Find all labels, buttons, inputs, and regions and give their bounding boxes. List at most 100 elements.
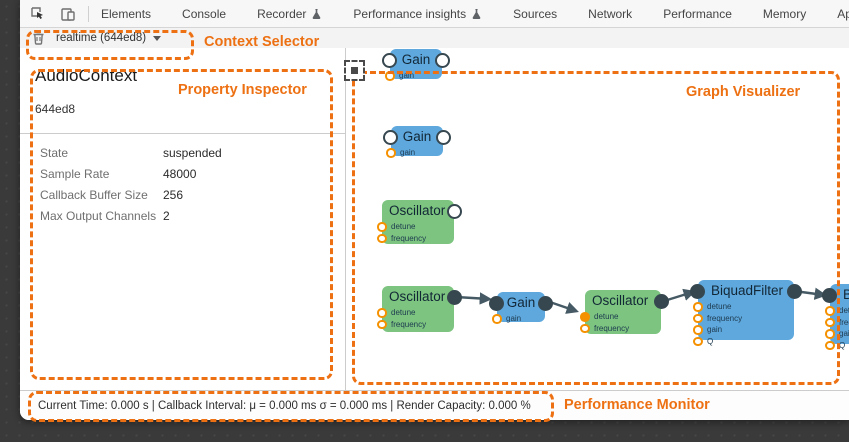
tab-application[interactable]: Application	[837, 7, 849, 21]
audio-node-gain[interactable]: Gain gain	[489, 292, 553, 324]
audio-node-biquadfilter[interactable]: BiquadFilter detune frequency gain Q	[690, 280, 802, 346]
output-port	[787, 284, 802, 299]
property-label: State	[40, 145, 69, 160]
performance-status-text: Current Time: 0.000 s | Callback Interva…	[38, 399, 531, 412]
tab-performance-insights[interactable]: Performance insights	[353, 7, 482, 21]
tab-network[interactable]: Network	[588, 7, 632, 21]
param-label: gain	[399, 71, 415, 81]
param-port	[385, 71, 395, 81]
param-label: detune	[839, 306, 849, 316]
tab-label: Performance insights	[353, 6, 467, 21]
devtools-tab-bar: Elements Console Recorder Performance in…	[20, 0, 849, 28]
param-label: detune	[594, 312, 619, 322]
tab-label: Application	[837, 6, 849, 21]
tab-label: Elements	[101, 6, 152, 21]
property-value: suspended	[163, 145, 222, 160]
node-title: BiquadFilter	[843, 287, 849, 302]
toolbar-divider	[88, 5, 89, 22]
tab-label: Memory	[762, 6, 807, 21]
context-selector-annotation-label: Context Selector	[204, 34, 320, 50]
node-title: BiquadFilter	[711, 283, 784, 298]
node-title: Oscillator	[592, 293, 649, 308]
param-port	[386, 148, 396, 158]
param-label: frequency	[707, 313, 743, 323]
param-port	[377, 233, 387, 243]
device-toolbar-icon[interactable]	[58, 4, 78, 24]
tab-console[interactable]: Console	[182, 7, 226, 21]
tab-elements[interactable]: Elements	[101, 7, 151, 21]
tab-recorder[interactable]: Recorder	[257, 7, 322, 21]
param-port	[825, 329, 835, 339]
tab-label: Console	[182, 6, 227, 21]
param-label: detune	[391, 308, 416, 318]
webaudio-toolbar: realtime (644ed8)	[20, 28, 849, 49]
param-port	[825, 306, 835, 316]
input-port	[383, 130, 398, 145]
param-label: gain	[400, 148, 416, 158]
audio-node-biquadfilter[interactable]: BiquadFilter detune frequency gain Q	[822, 284, 849, 350]
output-port	[654, 294, 669, 309]
tab-label: Sources	[513, 6, 558, 21]
output-port	[447, 290, 462, 305]
audio-node-oscillator[interactable]: Oscillator detune frequency	[377, 200, 462, 244]
property-label: Sample Rate	[40, 166, 110, 181]
node-title: Gain	[506, 295, 536, 310]
tab-performance[interactable]: Performance	[663, 7, 732, 21]
param-label: gain	[506, 314, 522, 324]
audio-node-oscillator[interactable]: Oscillator detune frequency	[377, 286, 462, 332]
audio-context-title: AudioContext	[35, 66, 138, 85]
property-row: State suspended	[40, 142, 330, 163]
property-row: Sample Rate 48000	[40, 163, 330, 184]
input-port	[489, 296, 504, 311]
property-list: State suspended Sample Rate 48000 Callba…	[40, 142, 330, 226]
inspect-element-icon[interactable]	[28, 4, 48, 24]
param-port	[825, 340, 835, 350]
param-label: frequency	[594, 323, 630, 333]
graph-visualizer-pane[interactable]: Gain gain Gain gain Oscillator detune fr…	[346, 48, 849, 390]
param-port	[693, 325, 703, 335]
param-label: frequency	[391, 319, 427, 329]
tab-label: Performance	[663, 6, 732, 21]
property-inspector-annotation-label: Property Inspector	[178, 82, 307, 98]
param-label: frequency	[839, 317, 849, 327]
devtools-window: Elements Console Recorder Performance in…	[20, 0, 849, 420]
property-row: Callback Buffer Size 256	[40, 184, 330, 205]
tab-label: Recorder	[257, 6, 307, 21]
node-title: Oscillator	[389, 203, 446, 218]
pane-divider[interactable]	[345, 48, 346, 390]
property-value: 2	[163, 208, 170, 223]
annotation-corner-handle-icon	[344, 60, 365, 81]
inspector-divider	[20, 133, 345, 134]
property-value: 48000	[163, 166, 197, 181]
param-port	[693, 302, 703, 312]
param-label: detune	[707, 302, 732, 312]
param-port	[377, 319, 387, 329]
experiment-flask-icon	[311, 8, 322, 20]
param-port	[492, 314, 502, 324]
property-inspector-pane: AudioContext 644ed8 State suspended Samp…	[20, 48, 345, 390]
tab-sources[interactable]: Sources	[513, 7, 557, 21]
context-selector-dropdown[interactable]: realtime (644ed8)	[56, 32, 147, 44]
audio-node-oscillator[interactable]: Oscillator detune frequency	[580, 290, 669, 334]
trash-icon[interactable]	[32, 31, 45, 45]
param-label: detune	[391, 222, 416, 232]
output-port	[538, 296, 553, 311]
param-port	[825, 317, 835, 327]
tab-memory[interactable]: Memory	[763, 7, 806, 21]
input-port	[822, 288, 837, 303]
audio-node-gain[interactable]: Gain gain	[382, 49, 450, 81]
param-label: Q	[839, 340, 846, 350]
node-title: Gain	[401, 52, 431, 67]
audio-node-gain[interactable]: Gain gain	[383, 126, 451, 158]
param-port	[377, 222, 387, 232]
output-port	[435, 53, 450, 68]
node-title: Oscillator	[389, 289, 446, 304]
experiment-flask-icon	[471, 8, 482, 20]
param-label: gain	[707, 325, 723, 335]
chevron-down-icon[interactable]	[153, 35, 162, 41]
param-port	[693, 313, 703, 323]
param-label: Q	[707, 336, 714, 346]
param-label: frequency	[391, 233, 427, 243]
tab-label: Network	[588, 6, 633, 21]
